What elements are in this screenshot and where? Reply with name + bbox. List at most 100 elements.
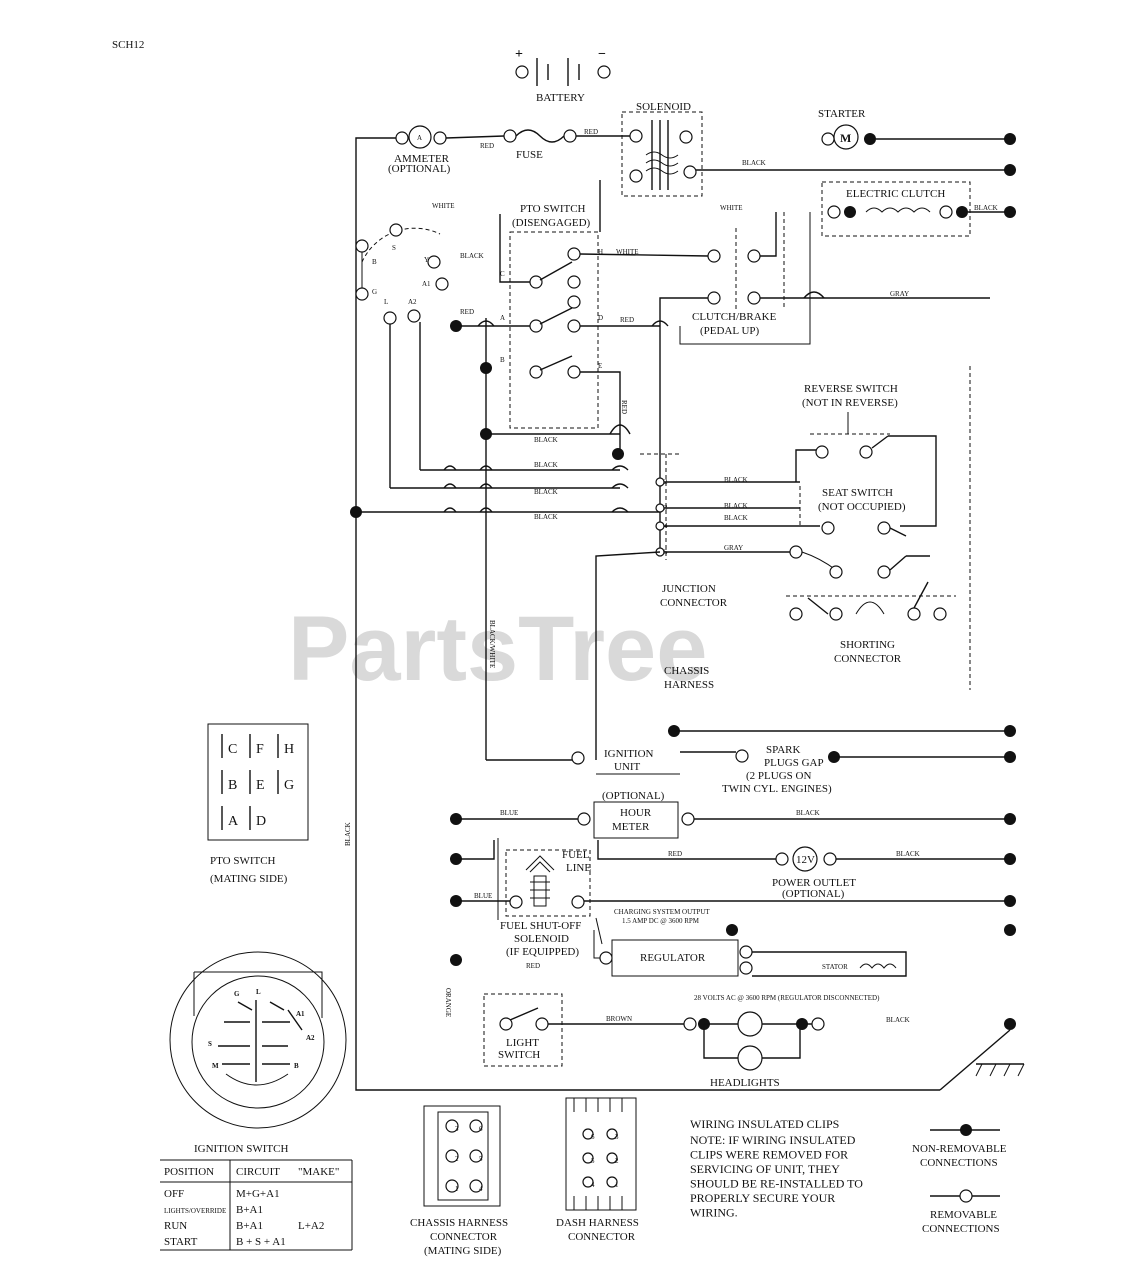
harness-label: HARNESS [664, 679, 714, 691]
note-line-0: NOTE: IF WIRING INSULATED [690, 1133, 856, 1147]
pto-switch-disengaged: PTO SWITCH (DISENGAGED) C H A D B E [500, 203, 603, 429]
wire-black-2: BLACK [460, 252, 484, 260]
fuse-label: FUSE [516, 149, 543, 161]
wire-black-6: BLACK [534, 436, 558, 444]
wire-red-3: RED [460, 308, 474, 316]
terminal-b: B [372, 258, 377, 266]
power-outlet-12v: 12V [796, 854, 815, 866]
ign-table-cell-2-2: L+A2 [298, 1220, 324, 1232]
legend: NON-REMOVABLE CONNECTIONS REMOVABLE CONN… [912, 1124, 1007, 1235]
light-switch-label: LIGHT [506, 1037, 539, 1049]
wire-black-3: BLACK [534, 461, 558, 469]
junction-connector-label: CONNECTOR [660, 597, 728, 609]
junction-connector: 2 3 4 5 JUNCTION CONNECTOR CHASSIS HARNE… [640, 453, 728, 691]
terminal-y: Y [424, 256, 429, 264]
seat-switch-label: SEAT SWITCH [822, 487, 893, 499]
clutch-brake-switch: CLUTCH/BRAKE (PEDAL UP) [692, 212, 785, 337]
ign-table-cell-2-0: RUN [164, 1220, 187, 1232]
ignition-switch-label: IGNITION SWITCH [194, 1143, 288, 1155]
pto-pin-c: C [228, 742, 237, 757]
ign-face-a1: A1 [296, 1010, 305, 1018]
spark-label: SPARK [766, 744, 801, 756]
pto-switch-label: PTO SWITCH [520, 203, 586, 215]
wire-black-7: BLACK [724, 476, 748, 484]
electric-clutch: ELECTRIC CLUTCH BLACK [821, 181, 998, 237]
regulator: REGULATOR [599, 939, 753, 977]
light-switch: LIGHT SWITCH [483, 993, 563, 1067]
wire-black-solenoid: BLACK [742, 159, 766, 167]
fuel-shutoff-label: FUEL SHUT-OFF [500, 920, 581, 932]
pto-pin-h: H [284, 742, 294, 757]
legend-removable: REMOVABLE [930, 1209, 997, 1221]
ignition-switch-terminals: S B G L A2 Y A1 [355, 223, 449, 325]
terminal-a1: A1 [422, 280, 431, 288]
shorting-connector-label: CONNECTOR [834, 653, 902, 665]
spark-plugs: SPARK PLUGS GAP (2 PLUGS ON TWIN CYL. EN… [722, 744, 832, 795]
wire-red-vertical: RED [620, 400, 628, 414]
ammeter-label: AMMETER [394, 153, 450, 165]
ign-table-cell-2-1: B+A1 [236, 1220, 263, 1232]
clutch-brake-label: CLUTCH/BRAKE [692, 311, 777, 323]
ign-table-cell-3-1: B + S + A1 [236, 1236, 286, 1248]
ammeter-optional: (OPTIONAL) [388, 163, 451, 175]
chassis-pin-4: 4 [479, 1185, 483, 1193]
pto-pin-f: F [256, 742, 264, 757]
shorting-connector: SHORTING CONNECTOR [786, 545, 956, 665]
ign-table-cell-1-1: B+A1 [236, 1204, 263, 1216]
dash-pin-2: 2 [615, 1157, 619, 1165]
pto-mating-side-label: (MATING SIDE) [210, 873, 288, 885]
terminal-l: L [384, 298, 388, 306]
dash-connector-label: CONNECTOR [568, 1231, 636, 1243]
battery-plus: + [515, 47, 523, 62]
ign-face-a2: A2 [306, 1034, 315, 1042]
wire-red-5: RED [668, 850, 682, 858]
plugs-gap-label: PLUGS GAP [764, 757, 824, 769]
wire-brown: BROWN [606, 1015, 632, 1023]
ign-table-cell-3-0: START [164, 1236, 198, 1248]
chassis-harness-label: CHASSIS HARNESS [410, 1217, 508, 1229]
ignition-unit: IGNITION UNIT [596, 748, 680, 775]
wire-white-1: WHITE [432, 202, 455, 210]
hour-label: HOUR [620, 807, 652, 819]
hour-meter-optional: (OPTIONAL) [602, 790, 665, 802]
svg-text:A: A [417, 134, 422, 142]
wire-orange: ORANGE [444, 988, 452, 1017]
volts-ac-label: 28 VOLTS AC @ 3600 RPM (REGULATOR DISCON… [694, 994, 880, 1002]
wire-black-5: BLACK [534, 513, 558, 521]
meter-label: METER [612, 821, 650, 833]
ign-face-l: L [256, 988, 261, 996]
chassis-pin-2: 2 [455, 1155, 459, 1163]
chassis-mating-label: (MATING SIDE) [424, 1245, 502, 1257]
chassis-label: CHASSIS [664, 665, 709, 677]
power-outlet: 12V POWER OUTLET (OPTIONAL) [772, 846, 856, 900]
note-line-2: SERVICING OF UNIT, THEY [690, 1162, 840, 1176]
wire-white-3: WHITE [720, 204, 743, 212]
electric-clutch-label: ELECTRIC CLUTCH [846, 188, 945, 200]
ignition-switch-face: G L A1 A2 S M B [169, 951, 347, 1129]
wire-blue-1: BLUE [500, 809, 518, 817]
fuel-line-label: LINE [566, 862, 591, 874]
seat-switch: SEAT SWITCH (NOT OCCUPIED) [818, 487, 907, 537]
pto-pin-d: D [256, 814, 266, 829]
stator-label: STATOR [822, 963, 848, 971]
pto-terminal-h: H [598, 248, 603, 256]
wire-black-12: BLACK [886, 1016, 910, 1024]
wire-black-10: BLACK [796, 809, 820, 817]
dash-pin-6: 6 [591, 1133, 595, 1141]
starter-label: STARTER [818, 108, 866, 120]
note-line-1: CLIPS WERE REMOVED FOR [690, 1148, 848, 1162]
pto-terminal-e: E [598, 362, 602, 370]
headlights-label: HEADLIGHTS [710, 1077, 780, 1089]
legend-non-removable: NON-REMOVABLE [912, 1143, 1007, 1155]
note-line-4: PROPERLY SECURE YOUR [690, 1191, 835, 1205]
wire-black-clutch: BLACK [974, 204, 998, 212]
wire-white-2: WHITE [616, 248, 639, 256]
starter: STARTER M [818, 108, 876, 150]
reverse-switch-label: REVERSE SWITCH [804, 383, 898, 395]
hour-meter: (OPTIONAL) HOUR METER [577, 790, 695, 839]
wire-black-4: BLACK [534, 488, 558, 496]
